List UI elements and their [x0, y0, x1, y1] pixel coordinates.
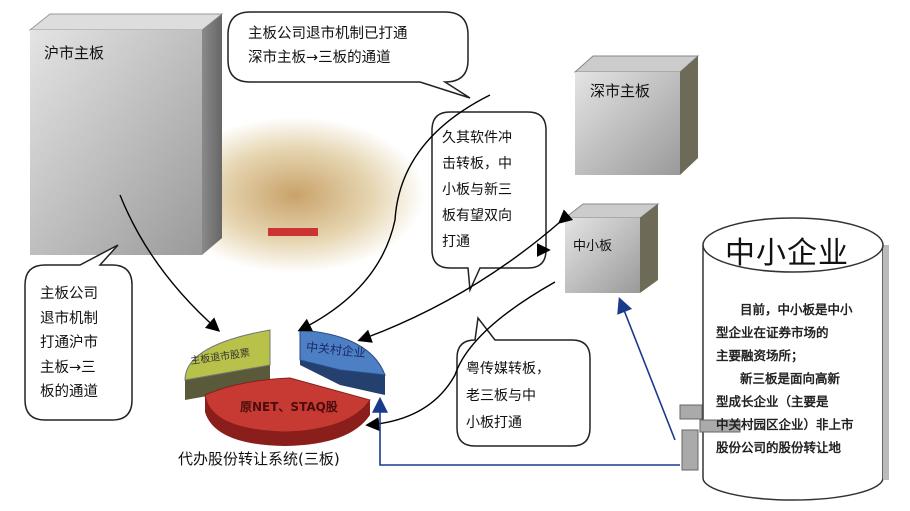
bubble-line: 深市主板→三板的通道 — [248, 50, 391, 66]
cylinder-line: 新三板是面向高新 — [740, 371, 841, 386]
pie-label-red: 原NET、STAQ股 — [240, 400, 338, 414]
cylinder-line: 股份公司的股份转让地 — [716, 440, 842, 455]
pie-slice-red — [205, 395, 370, 446]
cylinder-line: 主要融资场所； — [716, 348, 804, 363]
bubble-line: 粤传媒转板， — [466, 361, 550, 377]
stadium-stage — [268, 228, 318, 236]
cylinder-text: 目前，中小板是中小 型企业在证券市场的 主要融资场所； 新三板是面向高新 型成长… — [716, 298, 854, 459]
middle-bubble: 久其软件冲 击转板，中 小板与新三 板有望双向 打通 — [442, 125, 512, 255]
bubble-line: 主板公司退市机制已打通 — [248, 26, 408, 42]
shenzhen-box — [573, 55, 700, 175]
cylinder-line: 型成长企业（主要是 — [716, 394, 829, 409]
bubble-line: 击转板，中 — [442, 156, 512, 172]
faucet-icon — [679, 404, 741, 471]
left-bubble-shape — [24, 244, 133, 421]
top-bubble: 主板公司退市机制已打通 深市主板→三板的通道 — [248, 22, 408, 70]
bubble-line: 老三板与中 — [466, 388, 536, 404]
bottom-bubble: 粤传媒转板， 老三板与中 小板打通 — [466, 356, 550, 437]
cylinder-title: 中小企业 — [725, 236, 849, 271]
pie-chart — [184, 329, 386, 446]
left-bubble: 主板公司 退市机制 打通沪市 主板→三 板的通道 — [40, 282, 98, 405]
pie-caption: 代办股份转让系统(三板) — [178, 450, 340, 468]
bubble-line: 打通沪市 — [40, 335, 98, 351]
blue-arrow — [372, 396, 680, 466]
bubble-line: 主板公司 — [40, 286, 98, 302]
sme-board-box — [563, 203, 660, 293]
bubble-line: 小板打通 — [466, 415, 522, 431]
bubble-line: 板的通道 — [40, 384, 98, 400]
cylinder-line: 中关村园区企业）非上市 — [716, 417, 854, 432]
shanghai-board-label: 沪市主板 — [44, 44, 105, 62]
top-bubble-shape — [227, 11, 471, 99]
blue-arrow-up — [617, 297, 676, 441]
shenzhen-board-label: 深市主板 — [590, 82, 651, 100]
bubble-line: 板有望双向 — [442, 208, 512, 224]
bubble-line: 打通 — [442, 234, 470, 250]
sme-board-label: 中小板 — [573, 239, 613, 254]
bubble-line: 久其软件冲 — [442, 130, 512, 146]
sme-cylinder — [702, 217, 889, 501]
pie-slice-green — [185, 365, 270, 400]
cylinder-line: 目前，中小板是中小 — [740, 302, 853, 317]
bubble-line: 主板→三 — [40, 359, 96, 376]
shanghai-box — [28, 13, 224, 255]
arrows — [119, 94, 574, 432]
bubble-line: 退市机制 — [40, 310, 98, 327]
bottom-bubble-shape — [456, 316, 591, 447]
cylinder-line: 型企业在证券市场的 — [716, 325, 829, 340]
bubble-line: 小板与新三 — [442, 182, 512, 198]
